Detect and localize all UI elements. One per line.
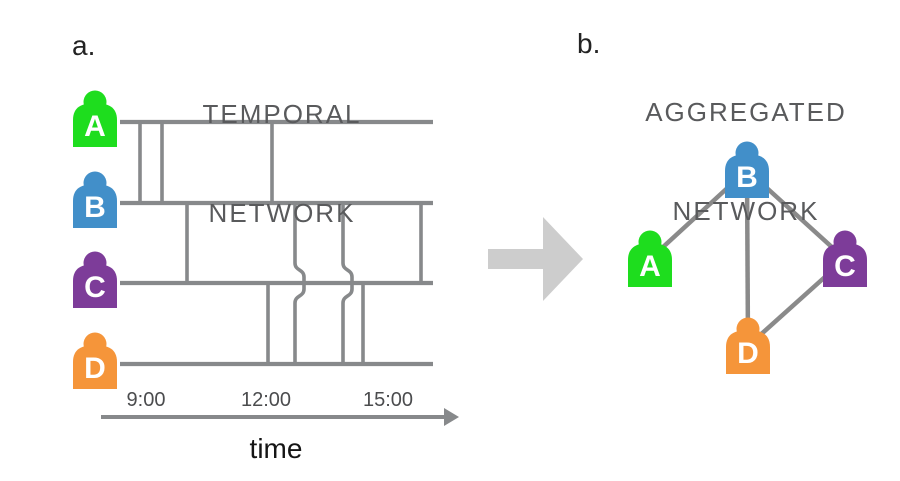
node-icon-B: B [725, 141, 769, 198]
person-icon-B-letter: B [84, 191, 106, 224]
person-icon-B-body [73, 184, 117, 228]
node-icon-A-letter: A [639, 250, 661, 283]
person-icon-C: C [73, 251, 117, 308]
panel-a-title: TEMPORAL NETWORK [152, 32, 412, 296]
node-icon-D-body [726, 330, 770, 374]
node-icon-B-body [725, 154, 769, 198]
person-icon-A-body [73, 103, 117, 147]
edge-BD [744, 169, 751, 347]
person-icon-D: D [73, 332, 117, 389]
person-icon-D-letter: D [84, 352, 106, 385]
panel-a-title-line2: NETWORK [208, 198, 356, 228]
contact-BD-x343 [341, 203, 354, 364]
contact-BD-x295 [293, 203, 306, 364]
axis-tick-15: 15:00 [362, 389, 414, 411]
person-icon-A: A [73, 90, 117, 147]
panel-a-label: a. [72, 30, 96, 61]
person-icon-D-body [73, 345, 117, 389]
person-icon-C-body [73, 264, 117, 308]
person-icon-B: B [73, 171, 117, 228]
panel-b-title-line1: AGGREGATED [645, 97, 847, 127]
time-axis-label: time [249, 433, 303, 464]
node-icon-A-body [628, 243, 672, 287]
person-icon-A-letter: A [84, 110, 106, 143]
node-icon-D-letter: D [737, 337, 759, 370]
panel-b-title-line2: NETWORK [672, 196, 820, 226]
node-icon-C: C [823, 230, 867, 287]
node-icon-B-letter: B [736, 161, 758, 194]
panel-b-label: b. [577, 28, 601, 59]
axis-tick-9: 9:00 [126, 389, 166, 411]
transform-arrow-icon [488, 217, 583, 301]
panel-a-title-line1: TEMPORAL [202, 99, 362, 129]
node-icon-C-letter: C [834, 250, 856, 283]
node-icon-D: D [726, 317, 770, 374]
axis-tick-12: 12:00 [240, 389, 292, 411]
person-icon-C-letter: C [84, 271, 106, 304]
panel-b-title: AGGREGATED NETWORK [616, 30, 876, 294]
node-icon-C-body [823, 243, 867, 287]
time-axis-arrowhead [444, 408, 459, 426]
node-icon-A: A [628, 230, 672, 287]
